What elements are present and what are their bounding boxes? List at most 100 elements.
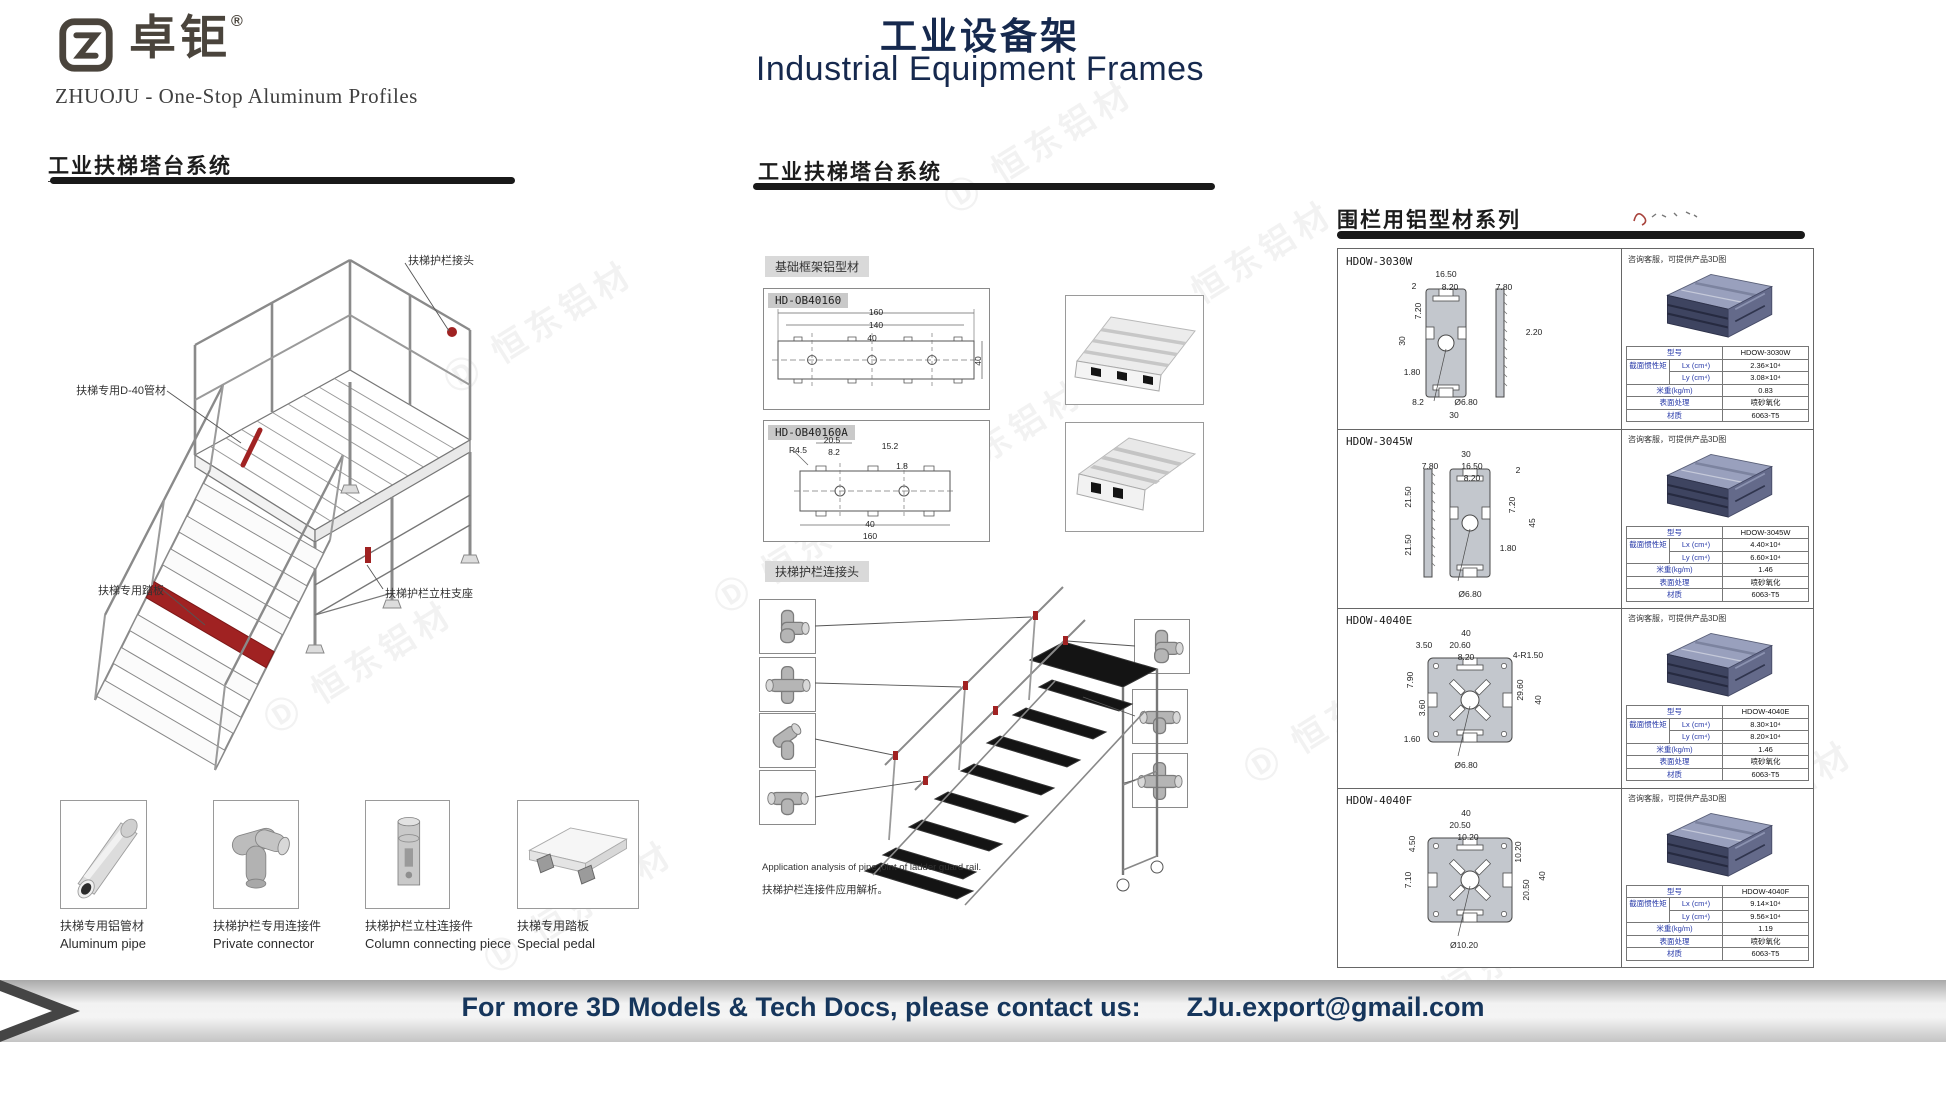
dimension-label: Ø6.80 [1454, 760, 1478, 770]
connector-box [1132, 689, 1188, 744]
callout-d40-pipe: 扶梯专用D-40管材 [76, 385, 166, 397]
dimension-label: R4.5 [789, 445, 807, 455]
dimension-label: 7.20 [1413, 302, 1423, 320]
dimension-label: 4.50 [1407, 835, 1417, 852]
dimension-label: 140 [868, 320, 884, 330]
dimension-label: 1.8 [896, 461, 908, 471]
dimension-label: 160 [868, 307, 884, 317]
spec-label: Lx (cm⁴) [1670, 718, 1722, 730]
dimension-label: 2 [1411, 281, 1417, 291]
spec-label: 材质 [1627, 948, 1722, 960]
footer-email[interactable]: ZJu.export@gmail.com [1186, 992, 1485, 1022]
pedal-icon [522, 812, 634, 898]
dimension-label: 40 [1537, 870, 1547, 881]
dimension-label: 160 [862, 531, 878, 541]
dimension-label: 40 [1461, 628, 1471, 638]
spec-value: 喷砂氧化 [1723, 397, 1808, 409]
page-title-en: Industrial Equipment Frames [755, 50, 1205, 88]
profile-model-label: HDOW-3045W [1346, 434, 1413, 448]
dimension-label: Ø6.80 [1458, 588, 1482, 599]
registered-mark: ® [231, 13, 247, 30]
dimension-label: 10.20 [1457, 831, 1479, 842]
dimension-label: 45 [1527, 517, 1537, 528]
elbow-connector-icon [216, 805, 296, 905]
product-caption-en: Private connector [213, 936, 315, 951]
spec-label: 米重(kg/m) [1627, 384, 1722, 396]
spec-value: 6063-T5 [1723, 409, 1808, 421]
product-caption-cn: 扶梯专用铝管材 [60, 919, 145, 933]
elbow-connector-icon [1139, 624, 1185, 670]
dimension-label: Ø10.20 [1450, 939, 1478, 950]
dimension-label: 10.20 [1513, 840, 1523, 863]
dimension-label: 20.50 [1521, 878, 1531, 901]
spec-value: 0.83 [1723, 384, 1808, 396]
cross-connector-icon [764, 662, 811, 708]
product-caption-en: Aluminum pipe [60, 936, 146, 951]
dimension-label: 7.20 [1507, 496, 1517, 513]
spec-value: 喷砂氧化 [1723, 935, 1808, 947]
spec-label: 截面惯性矩 [1627, 539, 1669, 563]
spec-label: 截面惯性矩 [1627, 898, 1669, 922]
ladder-platform-drawing [55, 185, 515, 795]
column-connector-icon [373, 805, 443, 905]
spec-value: 6063-T5 [1723, 768, 1808, 780]
spec-value: 9.56×10⁴ [1723, 910, 1808, 922]
application-caption-en: Application analysis of pipe joint of la… [762, 862, 982, 873]
spec-label: 米重(kg/m) [1627, 564, 1722, 576]
3d-model-note: 咨询客服，可提供产品3D图 [1628, 434, 1727, 444]
profile-model-label: HDOW-3030W [1346, 255, 1413, 268]
dimension-label: 30 [1461, 448, 1471, 459]
spec-label: Lx (cm⁴) [1670, 898, 1722, 910]
extrusion-photo-2 [1065, 422, 1204, 532]
dimension-label: 8.20 [1463, 472, 1481, 483]
profile-3d-render [1642, 803, 1792, 883]
tee-connector-icon [765, 775, 811, 821]
3d-model-note: 咨询客服，可提供产品3D图 [1628, 793, 1727, 803]
spec-value: 8.30×10⁴ [1723, 718, 1808, 730]
connector-box [1134, 619, 1190, 674]
spec-value: HDOW-4040F [1723, 885, 1808, 897]
spec-value: HDOW-4040E [1723, 706, 1808, 718]
profile-cross-section [1366, 628, 1586, 780]
dimension-label: 20.50 [1449, 819, 1471, 830]
dimension-label: 4-R1.50 [1512, 650, 1544, 660]
spec-label: 截面惯性矩 [1627, 718, 1669, 743]
dimension-label: 21.50 [1403, 485, 1413, 508]
tag-rail-joints: 扶梯护栏连接头 [765, 561, 870, 582]
spec-label: Ly (cm⁴) [1670, 551, 1722, 563]
dimension-label: 29.60 [1515, 679, 1525, 701]
spec-value: 8.20×10⁴ [1723, 731, 1808, 743]
dimension-label: 15.2 [881, 441, 899, 451]
footer-contact: For more 3D Models & Tech Docs, please c… [0, 992, 1946, 1023]
spec-label: Lx (cm⁴) [1670, 359, 1722, 371]
dimension-label: 30 [1397, 336, 1407, 346]
spec-value: 3.08×10⁴ [1723, 372, 1808, 384]
product-image [517, 800, 639, 909]
profile-3d-render [1642, 264, 1792, 344]
spec-value: 1.19 [1723, 923, 1808, 935]
profile-model-label: HDOW-4040E [1346, 614, 1413, 627]
dimension-label: 40 [973, 356, 983, 366]
spec-value: 2.36×10⁴ [1723, 359, 1808, 371]
zhuoju-logo-icon [55, 14, 117, 76]
spec-label: 材质 [1627, 589, 1722, 601]
product-caption-cn: 扶梯护栏立柱连接件 [365, 919, 474, 933]
product-caption-en: Special pedal [517, 936, 596, 951]
3d-model-note: 咨询客服，可提供产品3D图 [1628, 255, 1727, 264]
dimension-label: 7.80 [1495, 282, 1513, 292]
callout-post-support: 扶梯护栏立柱支座 [385, 588, 473, 600]
brand-name-cn: 卓钜® [129, 11, 247, 64]
spec-label: 米重(kg/m) [1627, 923, 1722, 935]
dimension-label: 8.20 [1441, 282, 1459, 292]
profile-3d-render [1642, 444, 1792, 524]
